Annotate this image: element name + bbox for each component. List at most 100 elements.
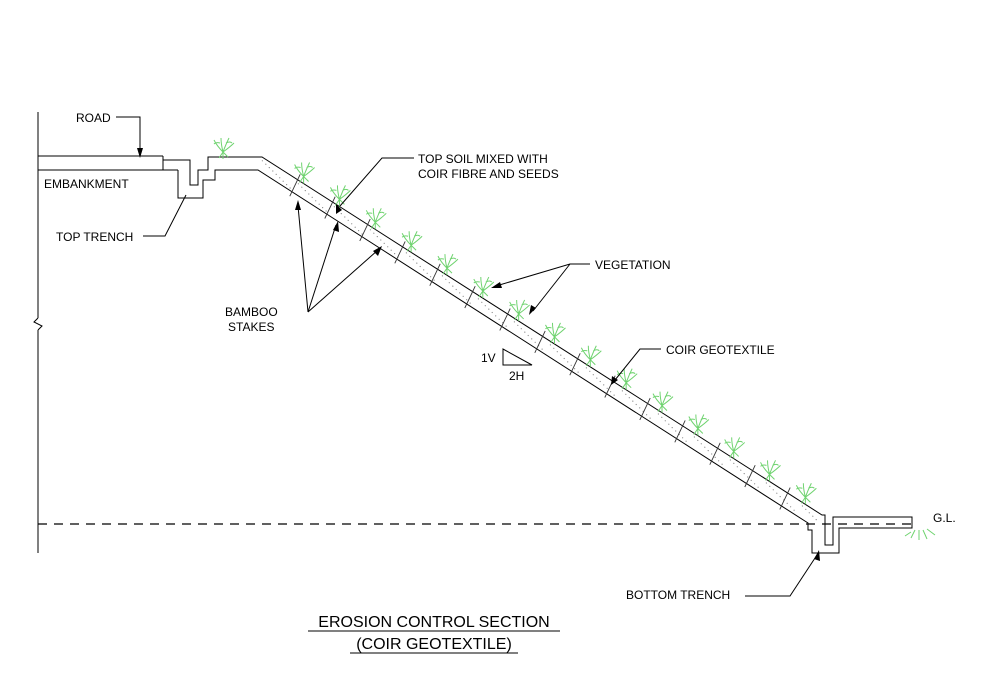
soil-dot [707,450,709,452]
soil-dot [361,233,363,235]
soil-dot [322,207,324,209]
soil-dot [369,229,371,231]
soil-dot [693,436,696,438]
soil-dot [592,374,594,376]
soil-dot [613,394,615,396]
vegetation-tuft-icon [365,208,387,230]
soil-dot [383,242,385,244]
soil-dot [757,486,759,488]
soil-dot [304,190,306,192]
soil-dot [505,325,507,327]
embankment-label: EMBANKMENT [44,177,129,191]
soil-dot [603,384,605,386]
vegetation-tuft-icon [688,414,710,436]
bamboo-stake [709,442,721,465]
soil-dot [445,278,447,280]
vegetation-label: VEGETATION [595,258,671,272]
soil-dot [466,299,468,301]
soil-dot [441,275,443,277]
soil-dot [628,397,630,399]
soil-dot [481,301,483,303]
bamboo-stake [464,286,476,309]
soil-dot [520,328,522,330]
soil-dot [733,462,735,464]
soil-dot [577,371,579,373]
soil-dot [808,512,810,514]
soil-dot [790,506,792,508]
slope-v-label: 1V [481,351,496,365]
soil-dot [340,213,342,215]
soil-dot [459,292,461,294]
vegetation-tuft-icon [213,137,235,159]
soil-dot [721,463,723,465]
vegetation-tuft-icon [437,253,459,276]
bamboo-stake [639,397,651,421]
soil-dot [772,489,774,491]
soil-dot [570,364,572,366]
slope-h-label: 2H [509,369,524,383]
drawing-title-line2: (COIR GEOTEXTILE) [356,636,512,653]
soil-dot [433,279,435,281]
soil-dot [815,519,817,521]
top-soil-label-line2: COIR FIBRE AND SEEDS [418,167,559,181]
drawing-title-line1: EROSION CONTROL SECTION [318,614,549,631]
vegetation-tuft-icon [760,460,781,482]
soil-dot [412,259,414,261]
vegetation-tuft-icon [401,230,423,253]
soil-dot [596,377,598,379]
bamboo-stakes-group [289,174,791,510]
top-soil-label-line1: TOP SOIL MIXED WITH [418,152,548,166]
soil-dot [675,430,677,432]
soil-dot [779,496,781,498]
soil-dot [344,216,346,218]
embankment-profile [163,156,913,554]
soil-dot [282,180,284,182]
vegetation-tuft-icon [580,345,602,367]
bamboo-stake [569,353,581,376]
soil-dot [793,509,795,511]
soil-dot [325,210,327,212]
bamboo-stake [744,465,756,488]
vegetation-group [213,137,817,505]
soil-dot [373,232,375,234]
left-break-line [33,112,43,553]
vegetation-tuft-icon [724,437,746,459]
soil-dot [455,288,457,291]
soil-dot [747,476,749,478]
soil-dot [380,239,382,241]
leader-lines [116,116,820,597]
soil-dot [531,338,533,340]
soil-dot [286,184,288,186]
soil-dot [347,219,349,221]
soil-dot [527,334,529,337]
soil-dot [697,439,699,441]
soil-dot [524,331,526,333]
bamboo-stake [359,218,371,242]
soil-dot [394,253,396,255]
soil-dot [541,348,543,350]
soil-dot [488,308,490,310]
soil-dot [351,223,353,225]
soil-dot [625,393,627,395]
soil-dot [272,170,274,172]
soil-dot [585,367,588,369]
soil-dot [311,196,313,198]
vegetation-tuft-icon [795,483,817,505]
bamboo-label-line2: STAKES [228,320,274,334]
soil-dot [405,252,407,254]
soil-dot [599,380,601,383]
soil-dot [469,302,471,304]
soil-dot [315,200,317,202]
soil-dot [409,255,411,257]
soil-dot [563,357,565,360]
soil-dot [376,236,378,238]
soil-dot [430,276,432,278]
soil-dot [556,351,558,353]
vegetation-tuft-icon [509,299,530,321]
soil-dot [318,203,320,205]
soil-dot [416,262,418,264]
soil-dot [567,361,569,363]
bamboo-stake [289,174,301,197]
ground-level-label: G.L. [933,511,956,525]
